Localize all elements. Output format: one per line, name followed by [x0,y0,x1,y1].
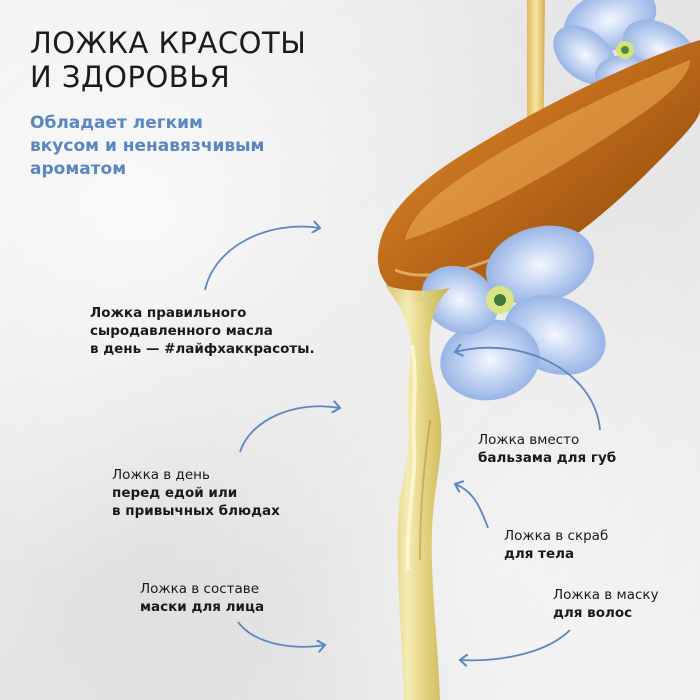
title-line-1: ЛОЖКА КРАСОТЫ [30,26,307,60]
flax-flower-middle [421,225,606,401]
subtitle: Обладает легким вкусом и ненавязчивым ар… [30,112,264,181]
caption-line: сыродавленного масла [90,323,273,339]
caption-line: Ложка вместо [478,432,580,448]
caption-face-mask: Ложка в составе маски для лица [140,580,264,616]
caption-line: Ложка в день [112,467,210,483]
subtitle-line-2: вкусом и ненавязчивым [30,136,265,156]
caption-line-bold: перед едой или [112,485,238,501]
caption-line-bold: для тела [504,546,575,562]
caption-lip-balm: Ложка вместо бальзама для губ [478,431,616,467]
caption-body-scrub: Ложка в скраб для тела [504,527,608,563]
caption-line: в день — #лайфхаккрасоты. [90,341,315,357]
caption-line: Ложка в скраб [504,528,609,544]
caption-line: Ложка правильного [90,305,247,321]
subtitle-line-1: Обладает легким [30,113,203,133]
caption-line-bold: в привычных блюдах [112,503,280,519]
caption-line: Ложка в маску [553,587,659,603]
curved-arrow-icon [204,227,601,661]
caption-line-bold: для волос [553,605,633,621]
title-line-2: И ЗДОРОВЬЯ [30,60,231,94]
subtitle-line-3: ароматом [30,159,127,179]
caption-line-bold: бальзама для губ [478,450,617,466]
caption-line-bold: маски для лица [140,599,265,615]
caption-before-meal: Ложка в день перед едой или в привычных … [112,466,280,520]
page-title: ЛОЖКА КРАСОТЫ И ЗДОРОВЬЯ [30,26,306,94]
caption-daily-spoon: Ложка правильного сыродавленного масла в… [90,304,315,358]
caption-line: Ложка в составе [140,581,260,597]
oil-drip [385,285,450,700]
caption-hair-mask: Ложка в маску для волос [553,586,659,622]
